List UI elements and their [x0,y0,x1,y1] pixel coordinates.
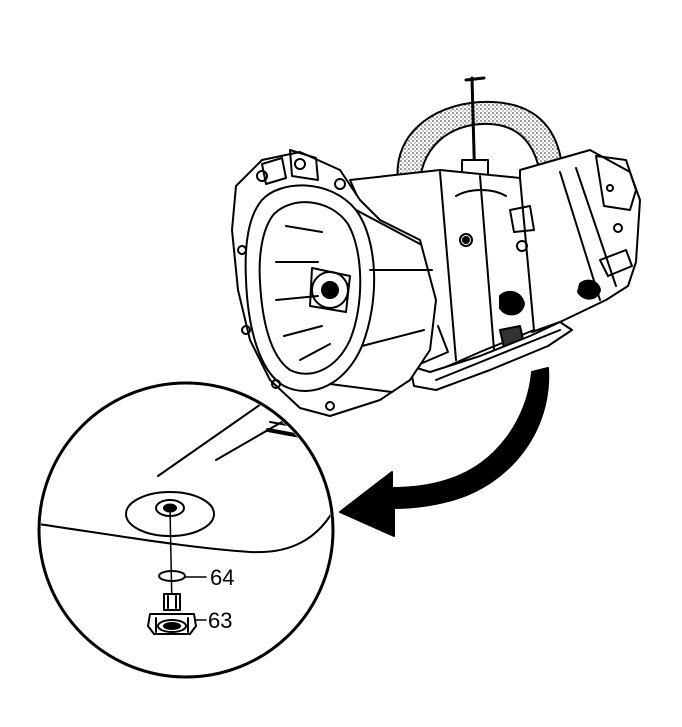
drain-plug-part [147,593,197,635]
transmission-case [349,169,535,375]
washer-part [158,570,186,582]
transmission-assembly [231,76,641,417]
callout-washer: 64 [210,565,234,590]
bell-housing [231,149,437,417]
detail-circle [37,381,335,679]
detail-view [37,381,335,679]
callout-drain-plug: 63 [208,608,232,633]
oil-pan [409,321,573,391]
view-direction-arrow [339,367,550,537]
extension-housing [519,149,641,333]
